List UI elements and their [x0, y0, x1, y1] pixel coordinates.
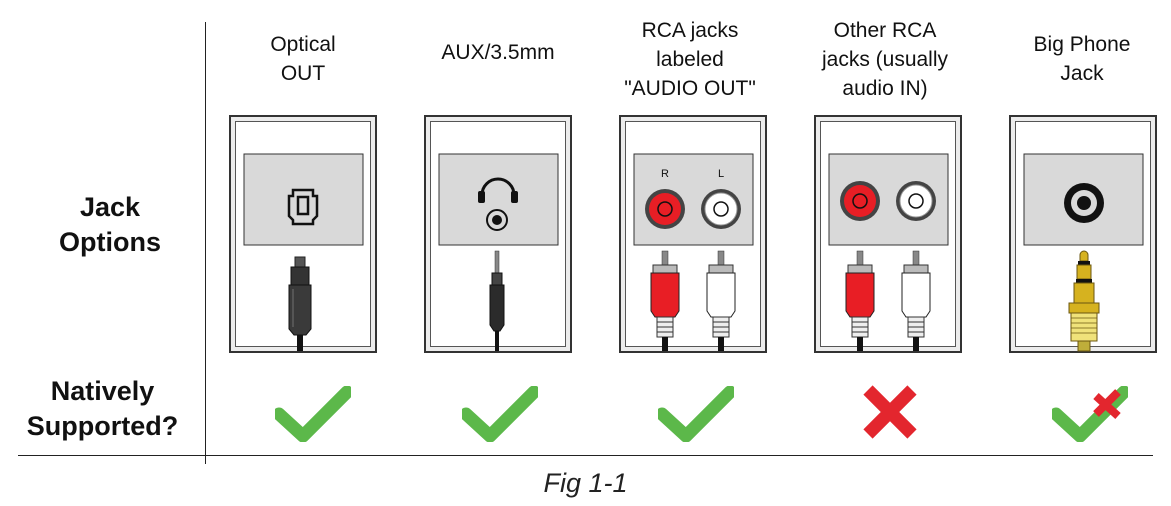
- optical-port-icon: [287, 188, 319, 226]
- column-heading-optical: Optical OUT: [208, 30, 398, 88]
- jack-card-optical: [229, 115, 377, 353]
- check-mark-icon: [275, 386, 351, 442]
- rca-white-jack-icon: [896, 181, 936, 221]
- rca-red-jack-icon: [645, 189, 685, 229]
- heading-line: labeled: [656, 48, 724, 71]
- phone-jack-port-icon: [1064, 183, 1104, 223]
- aux-port-icon: [486, 209, 508, 231]
- channel-label-right: R: [661, 168, 669, 180]
- rca-white-plug-icon: [706, 250, 736, 351]
- rca-red-plug-icon: [650, 250, 680, 351]
- row-label-line: Supported?: [26, 411, 179, 441]
- phone-plug-icon: [1068, 250, 1100, 352]
- figure-caption: Fig 1-1: [543, 468, 628, 498]
- column-heading-rca-out: RCA jacks labeled "AUDIO OUT": [595, 16, 785, 103]
- vertical-divider: [205, 22, 206, 464]
- heading-line: jacks (usually: [821, 48, 949, 71]
- jack-card-rca-out: R L: [619, 115, 767, 353]
- row-label-line: Natively: [50, 376, 155, 406]
- heading-line: Other RCA: [833, 19, 937, 42]
- heading-line: AUX/3.5mm: [441, 41, 555, 64]
- row-label-natively-supported: Natively Supported?: [10, 374, 195, 444]
- row-label-line: Jack: [79, 192, 141, 222]
- heading-line: RCA jacks: [641, 19, 739, 42]
- channel-label-left: L: [718, 168, 724, 180]
- heading-line: Big Phone: [1033, 33, 1131, 56]
- rca-red-plug-icon: [845, 250, 875, 351]
- partial-check-mark-icon: [1052, 386, 1128, 442]
- rca-white-jack-icon: [701, 189, 741, 229]
- row-label-line: Options: [59, 227, 161, 257]
- jack-card-rca-in: [814, 115, 962, 353]
- check-mark-icon: [462, 386, 538, 442]
- rca-red-jack-icon: [840, 181, 880, 221]
- jack-card-aux: [424, 115, 572, 353]
- column-heading-phone: Big Phone Jack: [987, 30, 1171, 88]
- heading-line: OUT: [280, 62, 326, 85]
- aux-plug-icon: [489, 250, 505, 351]
- heading-line: audio IN): [842, 77, 928, 100]
- cross-mark-icon: [863, 385, 917, 439]
- jack-card-phone: [1009, 115, 1157, 353]
- column-heading-rca-in: Other RCA jacks (usually audio IN): [790, 16, 980, 103]
- column-heading-aux: AUX/3.5mm: [403, 38, 593, 67]
- heading-line: Jack: [1060, 62, 1104, 85]
- optical-plug-icon: [288, 256, 312, 351]
- heading-line: "AUDIO OUT": [624, 77, 756, 100]
- check-mark-icon: [658, 386, 734, 442]
- horizontal-divider: [18, 455, 1153, 456]
- headphone-icon: [478, 177, 518, 203]
- row-label-jack-options: Jack Options: [30, 190, 190, 260]
- rca-white-plug-icon: [901, 250, 931, 351]
- heading-line: Optical: [270, 33, 336, 56]
